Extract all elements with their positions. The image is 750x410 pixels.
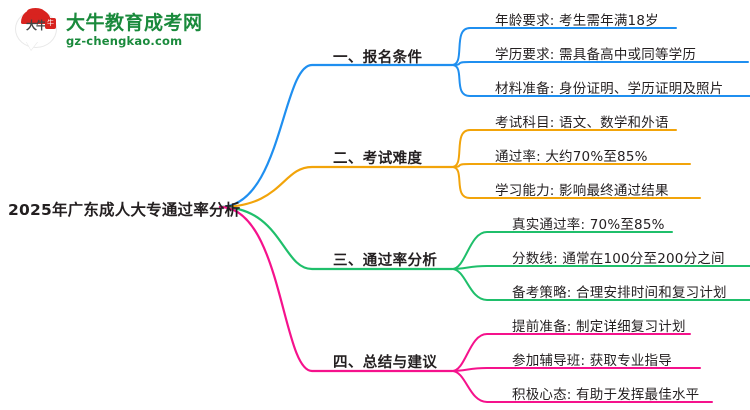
leaf-label-2-2: 通过率: 大约70%至85% <box>495 149 648 165</box>
connector-line <box>451 64 750 97</box>
leaf-label-3-2: 分数线: 通常在100分至200分之间 <box>512 251 725 267</box>
leaf-label-1-3: 材料准备: 身份证明、学历证明及照片 <box>495 81 724 97</box>
logo-bubble-tail-shape <box>26 41 38 50</box>
branch-label-2: 二、考试难度 <box>333 151 423 167</box>
connector-line <box>451 333 691 372</box>
connector-line <box>218 63 454 209</box>
leaf-label-3-3: 备考策略: 合理安排时间和复习计划 <box>512 285 727 301</box>
leaf-label-2-1: 考试科目: 语文、数学和外语 <box>495 115 669 131</box>
leaf-label-1-2: 学历要求: 需具备高中或同等学历 <box>495 47 697 63</box>
leaf-label-2-3: 学习能力: 影响最终通过结果 <box>495 183 669 199</box>
connector-line <box>218 205 454 271</box>
branch-label-3: 三、通过率分析 <box>333 253 438 269</box>
logo-seal-glyph: 牛 <box>45 18 56 29</box>
logo-mark-icon: 大牛 牛 <box>14 8 60 52</box>
connector-line <box>451 268 750 301</box>
leaf-label-4-2: 参加辅导班: 获取专业指导 <box>512 353 672 369</box>
branch-label-1: 一、报名条件 <box>333 50 423 66</box>
connector-line <box>218 165 454 209</box>
logo-mark-glyph: 大牛 <box>26 19 47 32</box>
leaf-label-4-3: 积极心态: 有助于发挥最佳水平 <box>512 387 700 403</box>
connector-line <box>451 231 673 270</box>
connector-line <box>451 166 701 199</box>
logo-title: 大牛教育成考网 <box>66 12 203 34</box>
site-logo: 大牛 牛 大牛教育成考网 gz-chengkao.com <box>14 6 202 54</box>
logo-domain: gz-chengkao.com <box>66 34 183 48</box>
connector-line <box>451 27 677 66</box>
leaf-label-1-1: 年龄要求: 考生需年满18岁 <box>495 13 659 29</box>
connector-line <box>451 129 677 168</box>
leaf-label-4-1: 提前准备: 制定详细复习计划 <box>512 319 686 335</box>
connector-line <box>218 205 454 373</box>
logo-text-block: 大牛教育成考网 gz-chengkao.com <box>66 12 203 48</box>
logo-cap-top-shape <box>27 8 44 15</box>
mindmap-root-label: 2025年广东成人大专通过率分析 <box>8 201 241 219</box>
connector-line <box>451 370 713 403</box>
branch-label-4: 四、总结与建议 <box>333 355 438 371</box>
leaf-label-3-1: 真实通过率: 70%至85% <box>512 217 665 233</box>
